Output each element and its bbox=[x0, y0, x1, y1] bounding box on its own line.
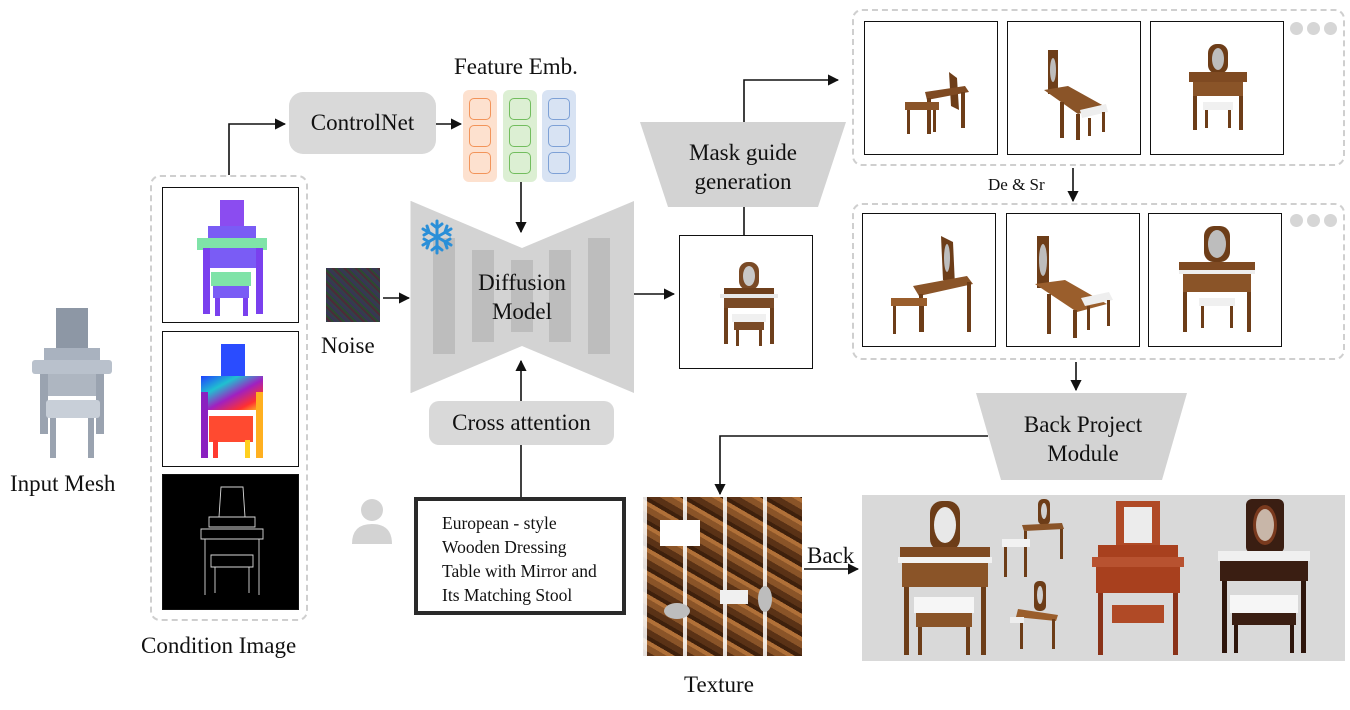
multiview-enhanced-2 bbox=[1006, 213, 1140, 347]
multiview-enhanced-1 bbox=[862, 213, 996, 347]
cross-attention-block: Cross attention bbox=[429, 401, 614, 445]
user-icon bbox=[350, 496, 394, 546]
condition-image-group bbox=[150, 175, 308, 621]
de-sr-label: De & Sr bbox=[988, 175, 1045, 194]
texture-label: Texture bbox=[684, 672, 754, 697]
multiview-enhanced-3 bbox=[1148, 213, 1282, 347]
more-dots-icon bbox=[1290, 22, 1337, 35]
multiview-group-top bbox=[852, 9, 1345, 166]
edge-map-image bbox=[162, 474, 299, 610]
feature-embedding-blue bbox=[542, 90, 576, 182]
noise-image bbox=[326, 268, 380, 322]
snowflake-icon bbox=[418, 218, 456, 256]
feature-embedding-green bbox=[503, 90, 537, 182]
multiview-top-3 bbox=[1150, 21, 1284, 155]
back-arrow-label: Back bbox=[807, 543, 855, 568]
feature-embedding-orange bbox=[463, 90, 497, 182]
feature-emb-label: Feature Emb. bbox=[454, 54, 578, 79]
noise-label: Noise bbox=[321, 333, 375, 358]
controlnet-block: ControlNet bbox=[289, 92, 436, 154]
generated-view-image bbox=[679, 235, 813, 369]
diffusion-model-label: Diffusion Model bbox=[478, 270, 566, 324]
input-mesh-label: Input Mesh bbox=[10, 471, 116, 496]
multiview-top-2 bbox=[1007, 21, 1141, 155]
multiview-group-enhanced bbox=[852, 203, 1345, 360]
back-project-label: Back Project Module bbox=[1023, 412, 1143, 466]
mask-guide-label: Mask guide generation bbox=[689, 140, 797, 194]
input-mesh-image bbox=[22, 300, 122, 465]
condition-image-label: Condition Image bbox=[141, 633, 297, 658]
multiview-top-1 bbox=[864, 21, 998, 155]
more-dots-icon bbox=[1290, 214, 1337, 227]
text-prompt-box: European - style Wooden Dressing Table w… bbox=[414, 497, 626, 615]
final-results-panel bbox=[862, 495, 1345, 661]
normal-map-image bbox=[162, 187, 299, 323]
depth-map-image bbox=[162, 331, 299, 467]
